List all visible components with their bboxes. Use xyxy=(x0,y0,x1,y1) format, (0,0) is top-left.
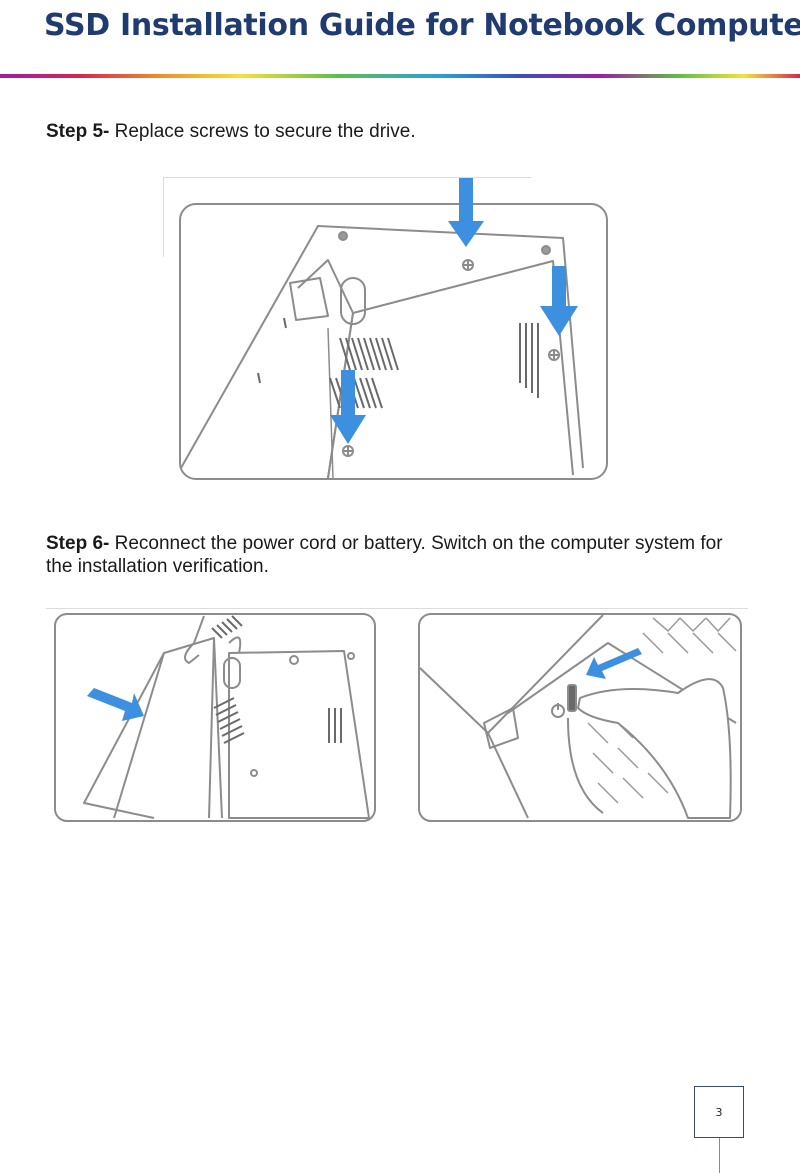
step-5-instruction: Step 5- Replace screws to secure the dri… xyxy=(46,120,416,143)
step-6-label: Step 6- xyxy=(46,533,110,554)
step-5-text: Replace screws to secure the drive. xyxy=(109,121,416,142)
figure-row-rule xyxy=(46,608,748,609)
page-number-line xyxy=(719,1138,720,1173)
step5-laptop-underside-screws-illustration xyxy=(179,178,608,480)
header-rule xyxy=(0,74,800,78)
page-number-box: 3 xyxy=(694,1086,744,1138)
page-number: 3 xyxy=(715,1105,723,1119)
figure-left-rule xyxy=(163,177,164,257)
page-title: SSD Installation Guide for Notebook Comp… xyxy=(44,8,800,43)
step-6-instruction: Step 6- Reconnect the power cord or batt… xyxy=(46,532,746,578)
step-5-label: Step 5- xyxy=(46,121,110,142)
figure-top-rule xyxy=(163,177,531,178)
step6-battery-insert-illustration xyxy=(54,613,376,822)
step-6-text: Reconnect the power cord or battery. Swi… xyxy=(46,533,723,577)
step6-power-button-press-illustration xyxy=(418,613,742,822)
